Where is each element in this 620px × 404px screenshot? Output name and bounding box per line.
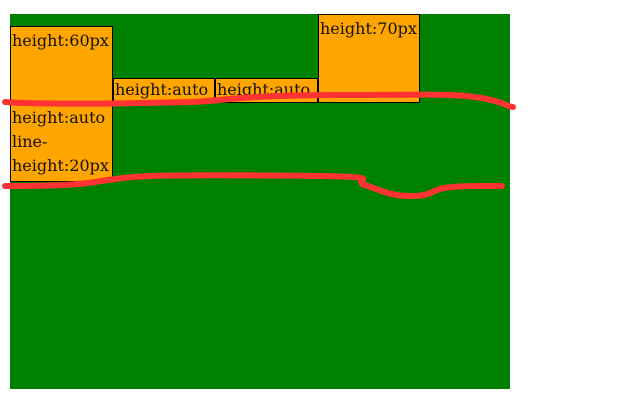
box-label: height:70px — [320, 19, 417, 38]
box-label: height:auto — [217, 80, 311, 99]
box-height-auto-1: height:auto — [113, 78, 215, 103]
box-label: height:60px — [12, 31, 109, 50]
box-label-line-1: height:auto — [12, 108, 106, 127]
box-label: height:auto — [115, 80, 209, 99]
box-height-auto-line-height-20px: height:auto line- height:20px — [10, 103, 113, 182]
green-container: height:60px height:auto height:auto heig… — [10, 14, 510, 389]
box-height-auto-2: height:auto — [215, 78, 318, 103]
box-label-line-3: height:20px — [12, 156, 109, 175]
box-height-70px: height:70px — [318, 14, 420, 103]
box-height-60px: height:60px — [10, 26, 113, 103]
box-label-line-2: line- — [12, 132, 48, 151]
